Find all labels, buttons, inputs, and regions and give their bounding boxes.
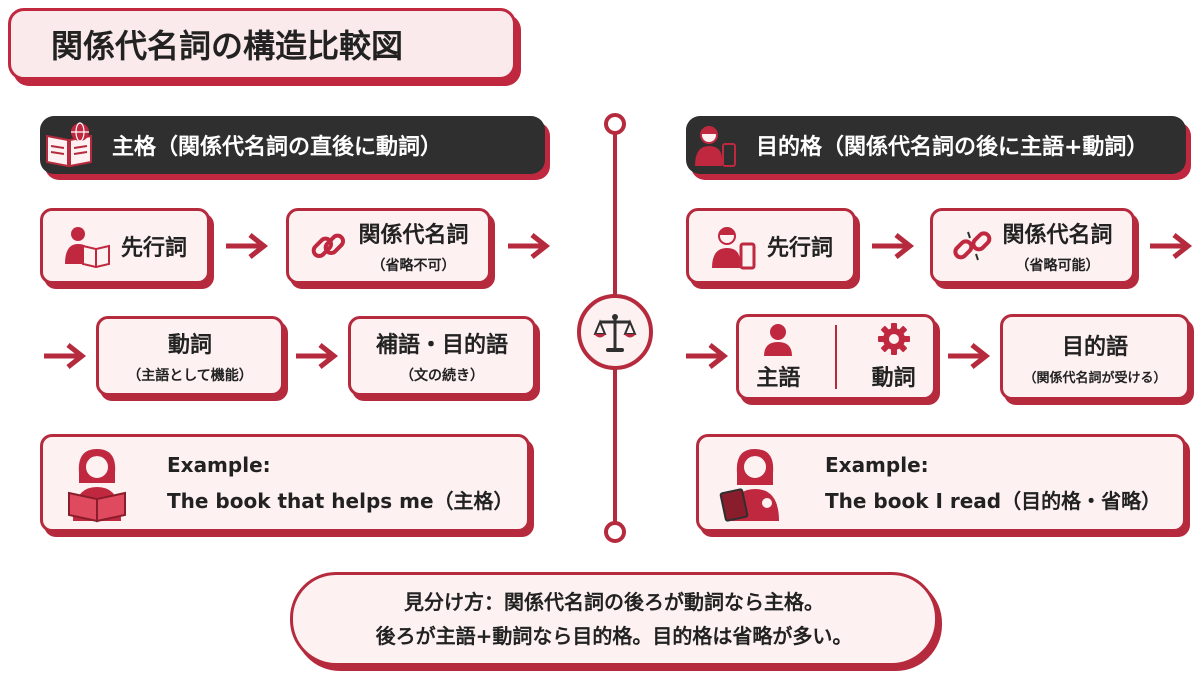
arrow-icon (948, 343, 991, 369)
person-reading-icon (64, 227, 110, 268)
right-antecedent-box: 先行詞 (686, 208, 856, 284)
book-globe-icon (40, 116, 98, 174)
right-relative-pronoun-box: 関係代名詞 （省略可能） (930, 208, 1135, 284)
summary-box: 見分け方：関係代名詞の後ろが動詞なら主格。 後ろが主語+動詞なら目的格。目的格は… (290, 572, 938, 666)
chain-link-icon (312, 233, 346, 259)
left-example-label: Example: (167, 452, 271, 477)
right-example-label: Example: (825, 452, 929, 477)
right-antecedent-label: 先行詞 (766, 236, 833, 261)
page-title: 関係代名詞の構造比較図 (8, 8, 516, 80)
woman-reading-icon (68, 449, 126, 523)
subject-case-header-text: 主格（関係代名詞の直後に動詞） (112, 135, 443, 160)
right-example-box: Example: The book I read（目的格・省略） (696, 434, 1186, 532)
subject-verb-divider (835, 325, 837, 389)
right-verb: 動詞 (872, 322, 916, 392)
summary-line-2: 後ろが主語+動詞なら目的格。目的格は省略が多い。 (375, 624, 853, 648)
left-relative-sub: （省略不可） (371, 258, 456, 274)
broken-link-icon (953, 231, 992, 261)
right-relative-label: 関係代名詞 (1002, 223, 1113, 248)
right-example-text: The book I read（目的格・省略） (825, 488, 1162, 513)
left-antecedent-label: 先行詞 (120, 236, 187, 261)
page-title-text: 関係代名詞の構造比較図 (51, 27, 404, 65)
left-verb-sub: （主語として機能） (127, 368, 253, 384)
left-complement-sub: （文の続き） (399, 368, 484, 384)
arrow-icon (686, 343, 729, 369)
right-object-label: 目的語 (1061, 334, 1128, 360)
right-verb-label: 動詞 (871, 366, 916, 391)
left-example-text: The book that helps me（主格） (167, 488, 514, 513)
object-case-header: 目的格（関係代名詞の後に主語+動詞） (686, 116, 1186, 174)
left-complement-box: 補語・目的語 （文の続き） (348, 316, 536, 396)
left-antecedent-box: 先行詞 (40, 208, 210, 284)
object-case-header-text: 目的格（関係代名詞の後に主語+動詞） (756, 135, 1149, 160)
left-relative-label: 関係代名詞 (358, 223, 469, 248)
left-verb-label: 動詞 (167, 333, 212, 358)
right-subject-verb-box: 主語 動詞 (736, 314, 936, 400)
subject-case-header: 主格（関係代名詞の直後に動詞） (40, 116, 545, 174)
arrow-icon (872, 233, 915, 259)
person-phone-icon (711, 227, 756, 270)
right-subject-label: 主語 (756, 366, 801, 391)
woman-tablet-icon (719, 449, 779, 522)
arrow-icon (1150, 233, 1193, 259)
arrow-icon (44, 343, 87, 369)
left-complement-label: 補語・目的語 (375, 333, 508, 358)
summary-line-1: 見分け方：関係代名詞の後ろが動詞なら主格。 (404, 590, 824, 614)
left-example-box: Example: The book that helps me（主格） (40, 434, 530, 532)
gear-icon (877, 323, 910, 355)
arrow-icon (296, 343, 339, 369)
left-relative-pronoun-box: 関係代名詞 （省略不可） (286, 208, 491, 284)
arrow-icon (508, 233, 551, 259)
person-phone-icon (686, 116, 744, 174)
right-subject: 主語 (756, 322, 800, 392)
right-object-box: 目的語 （関係代名詞が受ける） (1000, 314, 1190, 400)
arrow-icon (226, 233, 269, 259)
left-verb-box: 動詞 （主語として機能） (96, 316, 284, 396)
right-object-sub: （関係代名詞が受ける） (1023, 370, 1167, 386)
person-icon (764, 324, 793, 356)
scales-icon (593, 314, 637, 352)
right-relative-sub: （省略可能） (1015, 258, 1100, 274)
